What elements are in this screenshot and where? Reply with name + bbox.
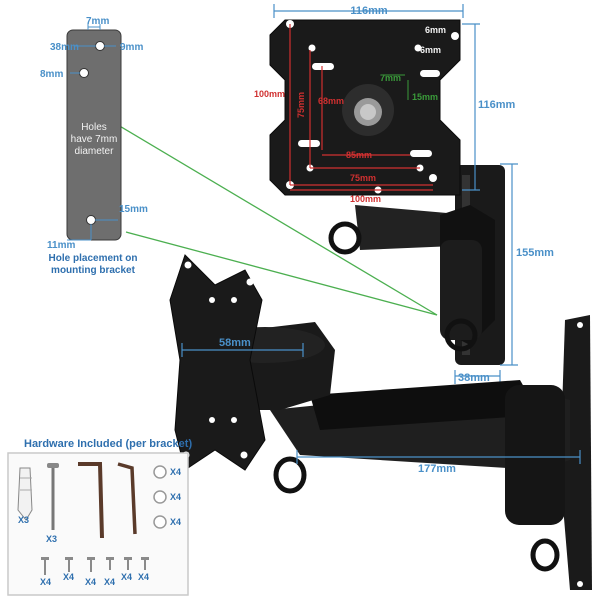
mounting-strip: 7mm 38mm 9mm 8mm 15mm 11mm Holes have 7m…	[40, 16, 148, 276]
washer-quantity-2: X4	[170, 492, 181, 502]
wall-anchor-icon	[17, 467, 33, 521]
small-screw-icon	[141, 557, 149, 560]
slot-top-b-dim: 6mm	[420, 45, 441, 55]
leader-lines	[117, 124, 438, 316]
strip-hole-top	[95, 41, 105, 51]
red-h-100-dim: 100mm	[350, 194, 381, 204]
anchor-quantity: X3	[18, 515, 29, 525]
vesa-width-dim: 116mm	[350, 5, 388, 17]
washer-icons	[153, 465, 167, 529]
arm-height-dim: 155mm	[516, 247, 554, 259]
small-screw-quantity-2: X4	[63, 572, 74, 582]
strip-dim-top: 7mm	[86, 16, 109, 27]
strip-dim-bottom-right: 15mm	[119, 204, 148, 215]
strip-dim-left: 38mm	[50, 42, 79, 53]
strip-dim-second: 8mm	[40, 69, 63, 80]
red-h-85-dim: 85mm	[346, 150, 372, 160]
lower-bracket: 58mm 177mm	[169, 254, 592, 590]
slot-top-a-dim: 6mm	[425, 25, 446, 35]
small-screw-quantity-3: X4	[85, 577, 96, 587]
strip-dim-bottom-left: 11mm	[47, 240, 75, 251]
red-inner-v2-dim: 68mm	[318, 96, 344, 106]
lower-plate-width-dim: 58mm	[219, 337, 251, 349]
long-screw-icon	[47, 463, 59, 530]
hardware-title: Hardware Included (per bracket)	[24, 438, 192, 450]
strip-dim-right: 9mm	[120, 42, 143, 53]
small-screw-icon	[41, 557, 49, 560]
strip-note-line-3: diameter	[75, 146, 115, 157]
small-screw-quantity-4: X4	[104, 577, 115, 587]
arm-extension-dim: 177mm	[418, 463, 456, 475]
red-h-75-dim: 75mm	[350, 173, 376, 183]
upper-bracket: 116mm 116mm 6mm 6mm 7mm 15mm 100mm 75mm …	[254, 4, 554, 384]
small-screw-icons	[41, 557, 149, 575]
strip-note-line-2: have 7mm	[71, 134, 118, 145]
small-screw-icon	[124, 557, 132, 560]
washer-quantity-1: X4	[170, 467, 181, 477]
small-screw-icon	[106, 557, 114, 560]
washer-quantity-3: X4	[170, 517, 181, 527]
hardware-included-panel: Hardware Included (per bracket) X3 X3 X4	[7, 438, 192, 596]
small-screw-quantity-1: X4	[40, 577, 51, 587]
long-screw-quantity: X3	[46, 534, 57, 544]
strip-hole-bottom	[86, 215, 96, 225]
slot-small-w-dim: 7mm	[380, 73, 401, 83]
red-outer-dim: 100mm	[254, 89, 285, 99]
strip-hole-second	[79, 68, 89, 78]
washer-icon	[153, 515, 167, 529]
slot-small-h-dim: 15mm	[412, 92, 438, 102]
washer-icon	[153, 465, 167, 479]
small-screw-quantity-5: X4	[121, 572, 132, 582]
strip-note-line-1: Holes	[81, 122, 107, 133]
arm-depth-dim: 38mm	[458, 372, 490, 384]
small-screw-icon	[87, 557, 95, 560]
red-inner-v-dim: 75mm	[296, 92, 306, 118]
allen-key-small-icon	[117, 462, 137, 535]
small-screw-quantity-6: X4	[138, 572, 149, 582]
allen-key-large-icon	[78, 462, 104, 539]
strip-caption-line-2: mounting bracket	[51, 265, 136, 276]
strip-caption-line-1: Hole placement on	[49, 253, 138, 264]
washer-icon	[153, 490, 167, 504]
small-screw-icon	[65, 557, 73, 560]
vesa-height-dim: 116mm	[478, 99, 516, 111]
